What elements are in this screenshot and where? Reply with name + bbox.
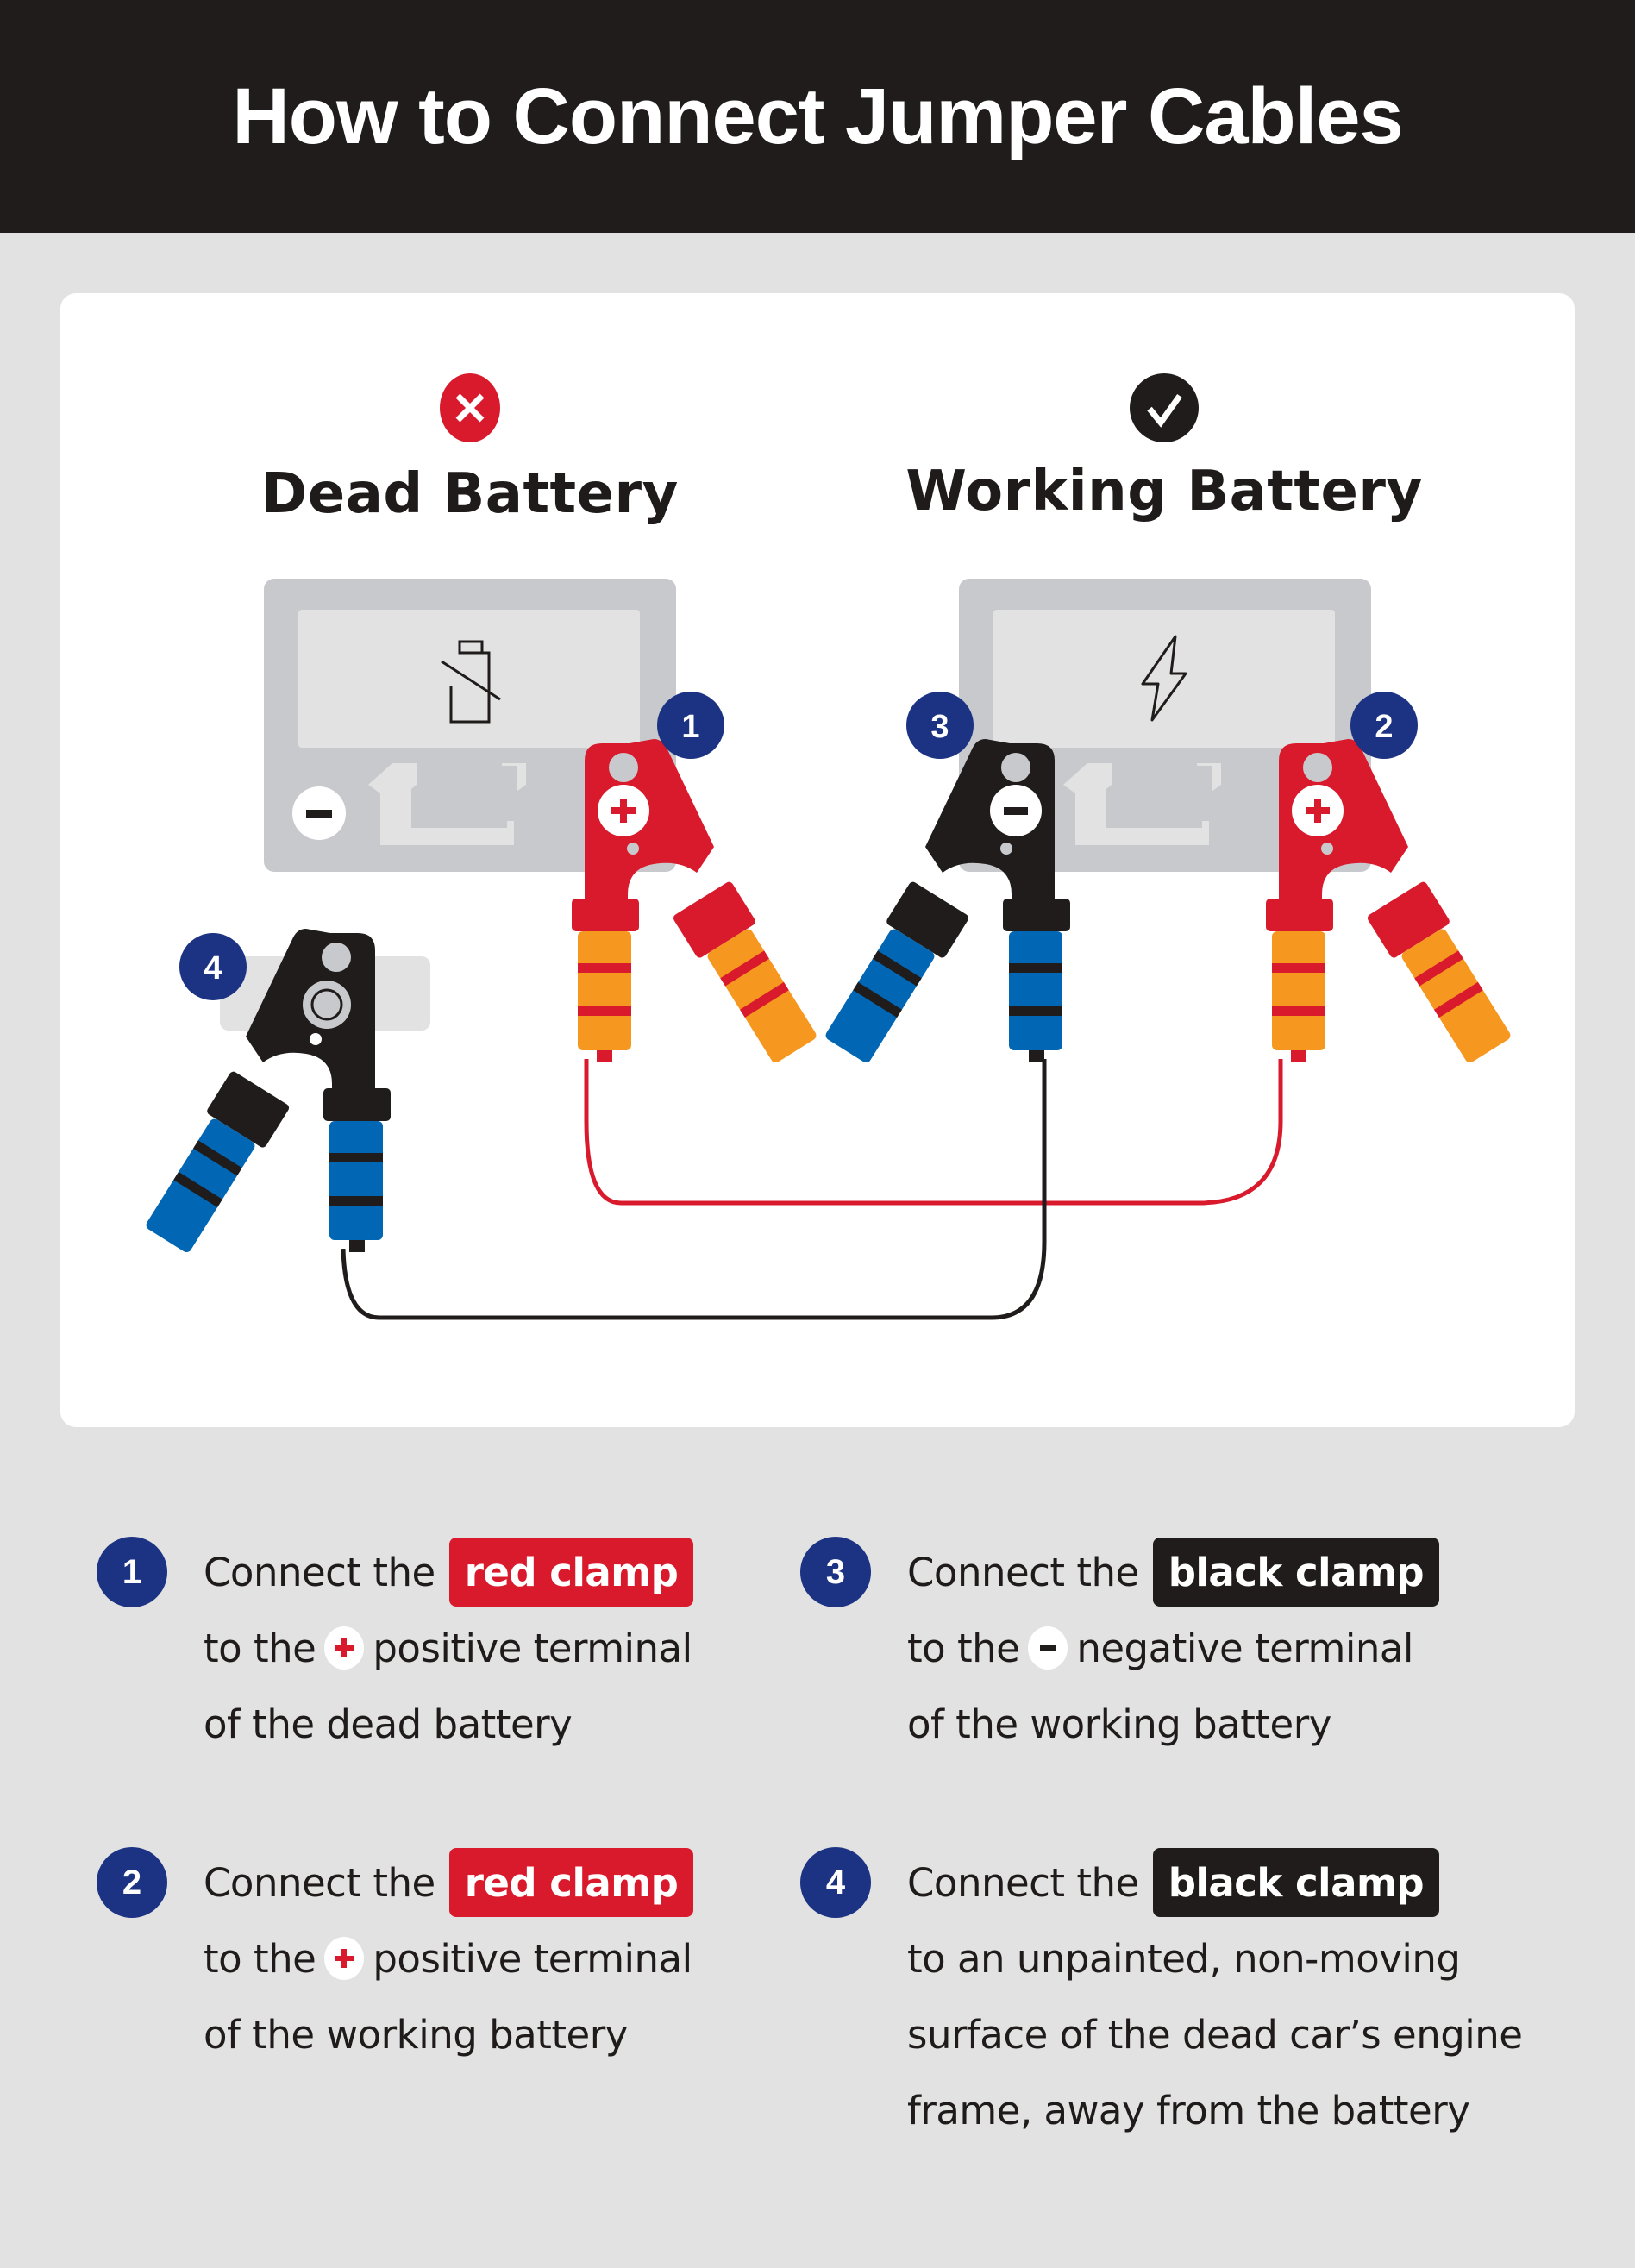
dead-battery-label: Dead Battery xyxy=(261,462,679,526)
step-text: of the dead battery xyxy=(204,1701,573,1747)
step-number-badge: 2 xyxy=(97,1847,167,1918)
step-text: to an unpainted, non-moving xyxy=(907,1935,1461,1982)
step-text: Connect the xyxy=(204,1859,435,1906)
red-clamp-2 xyxy=(1266,739,1520,1069)
step-text: to the xyxy=(204,1625,316,1671)
red-clamp-chip: red clamp xyxy=(448,1848,694,1917)
red-cable xyxy=(584,1059,1283,1206)
jumper-cable-diagram: 1 2 3 4 xyxy=(136,373,1520,1320)
lightning-bolt-icon xyxy=(1141,635,1187,722)
marker-1-label: 1 xyxy=(681,709,699,745)
step-text: to the xyxy=(907,1625,1020,1671)
step-text: Connect the xyxy=(907,1859,1139,1906)
black-clamp-4 xyxy=(136,929,392,1259)
step-text: of the working battery xyxy=(907,1701,1331,1747)
step-number-badge: 3 xyxy=(800,1537,871,1607)
marker-2-label: 2 xyxy=(1375,709,1393,745)
marker-3-label: 3 xyxy=(930,709,949,745)
black-cable xyxy=(341,1059,1047,1320)
black-clamp-chip: black clamp xyxy=(1152,1538,1440,1607)
negative-terminal-icon xyxy=(1028,1626,1068,1670)
step-number-badge: 4 xyxy=(800,1847,871,1918)
header-banner: How to Connect Jumper Cables xyxy=(0,0,1635,233)
working-battery-label: Working Battery xyxy=(905,460,1423,523)
dead-battery xyxy=(264,579,676,872)
step-text: surface of the dead car’s engine xyxy=(907,2011,1523,2058)
black-clamp-3 xyxy=(816,739,1070,1069)
step-text: frame, away from the battery xyxy=(907,2087,1470,2133)
marker-3: 3 xyxy=(906,692,974,759)
step-text: of the working battery xyxy=(204,2011,628,2058)
marker-2: 2 xyxy=(1350,692,1418,759)
step-text: Connect the xyxy=(204,1549,435,1595)
x-circle-icon xyxy=(440,373,500,442)
step-text: negative terminal xyxy=(1076,1625,1413,1671)
marker-4-label: 4 xyxy=(204,950,222,987)
positive-terminal-icon xyxy=(324,1937,365,1980)
positive-terminal-icon xyxy=(324,1626,365,1670)
step-text: to the xyxy=(204,1935,316,1982)
battery-empty-slash-icon xyxy=(441,640,501,724)
marker-4: 4 xyxy=(179,933,247,1000)
step-text: positive terminal xyxy=(373,1625,692,1671)
page-title: How to Connect Jumper Cables xyxy=(232,72,1403,160)
marker-1: 1 xyxy=(657,692,724,759)
step-text: positive terminal xyxy=(373,1935,692,1982)
step-text: Connect the xyxy=(907,1549,1139,1595)
check-circle-icon xyxy=(1130,373,1199,442)
negative-terminal-icon xyxy=(292,786,346,840)
red-clamp-1 xyxy=(572,739,826,1069)
working-battery xyxy=(959,579,1371,872)
step-number-badge: 1 xyxy=(97,1537,167,1607)
black-clamp-chip: black clamp xyxy=(1152,1848,1440,1917)
red-clamp-chip: red clamp xyxy=(448,1538,694,1607)
